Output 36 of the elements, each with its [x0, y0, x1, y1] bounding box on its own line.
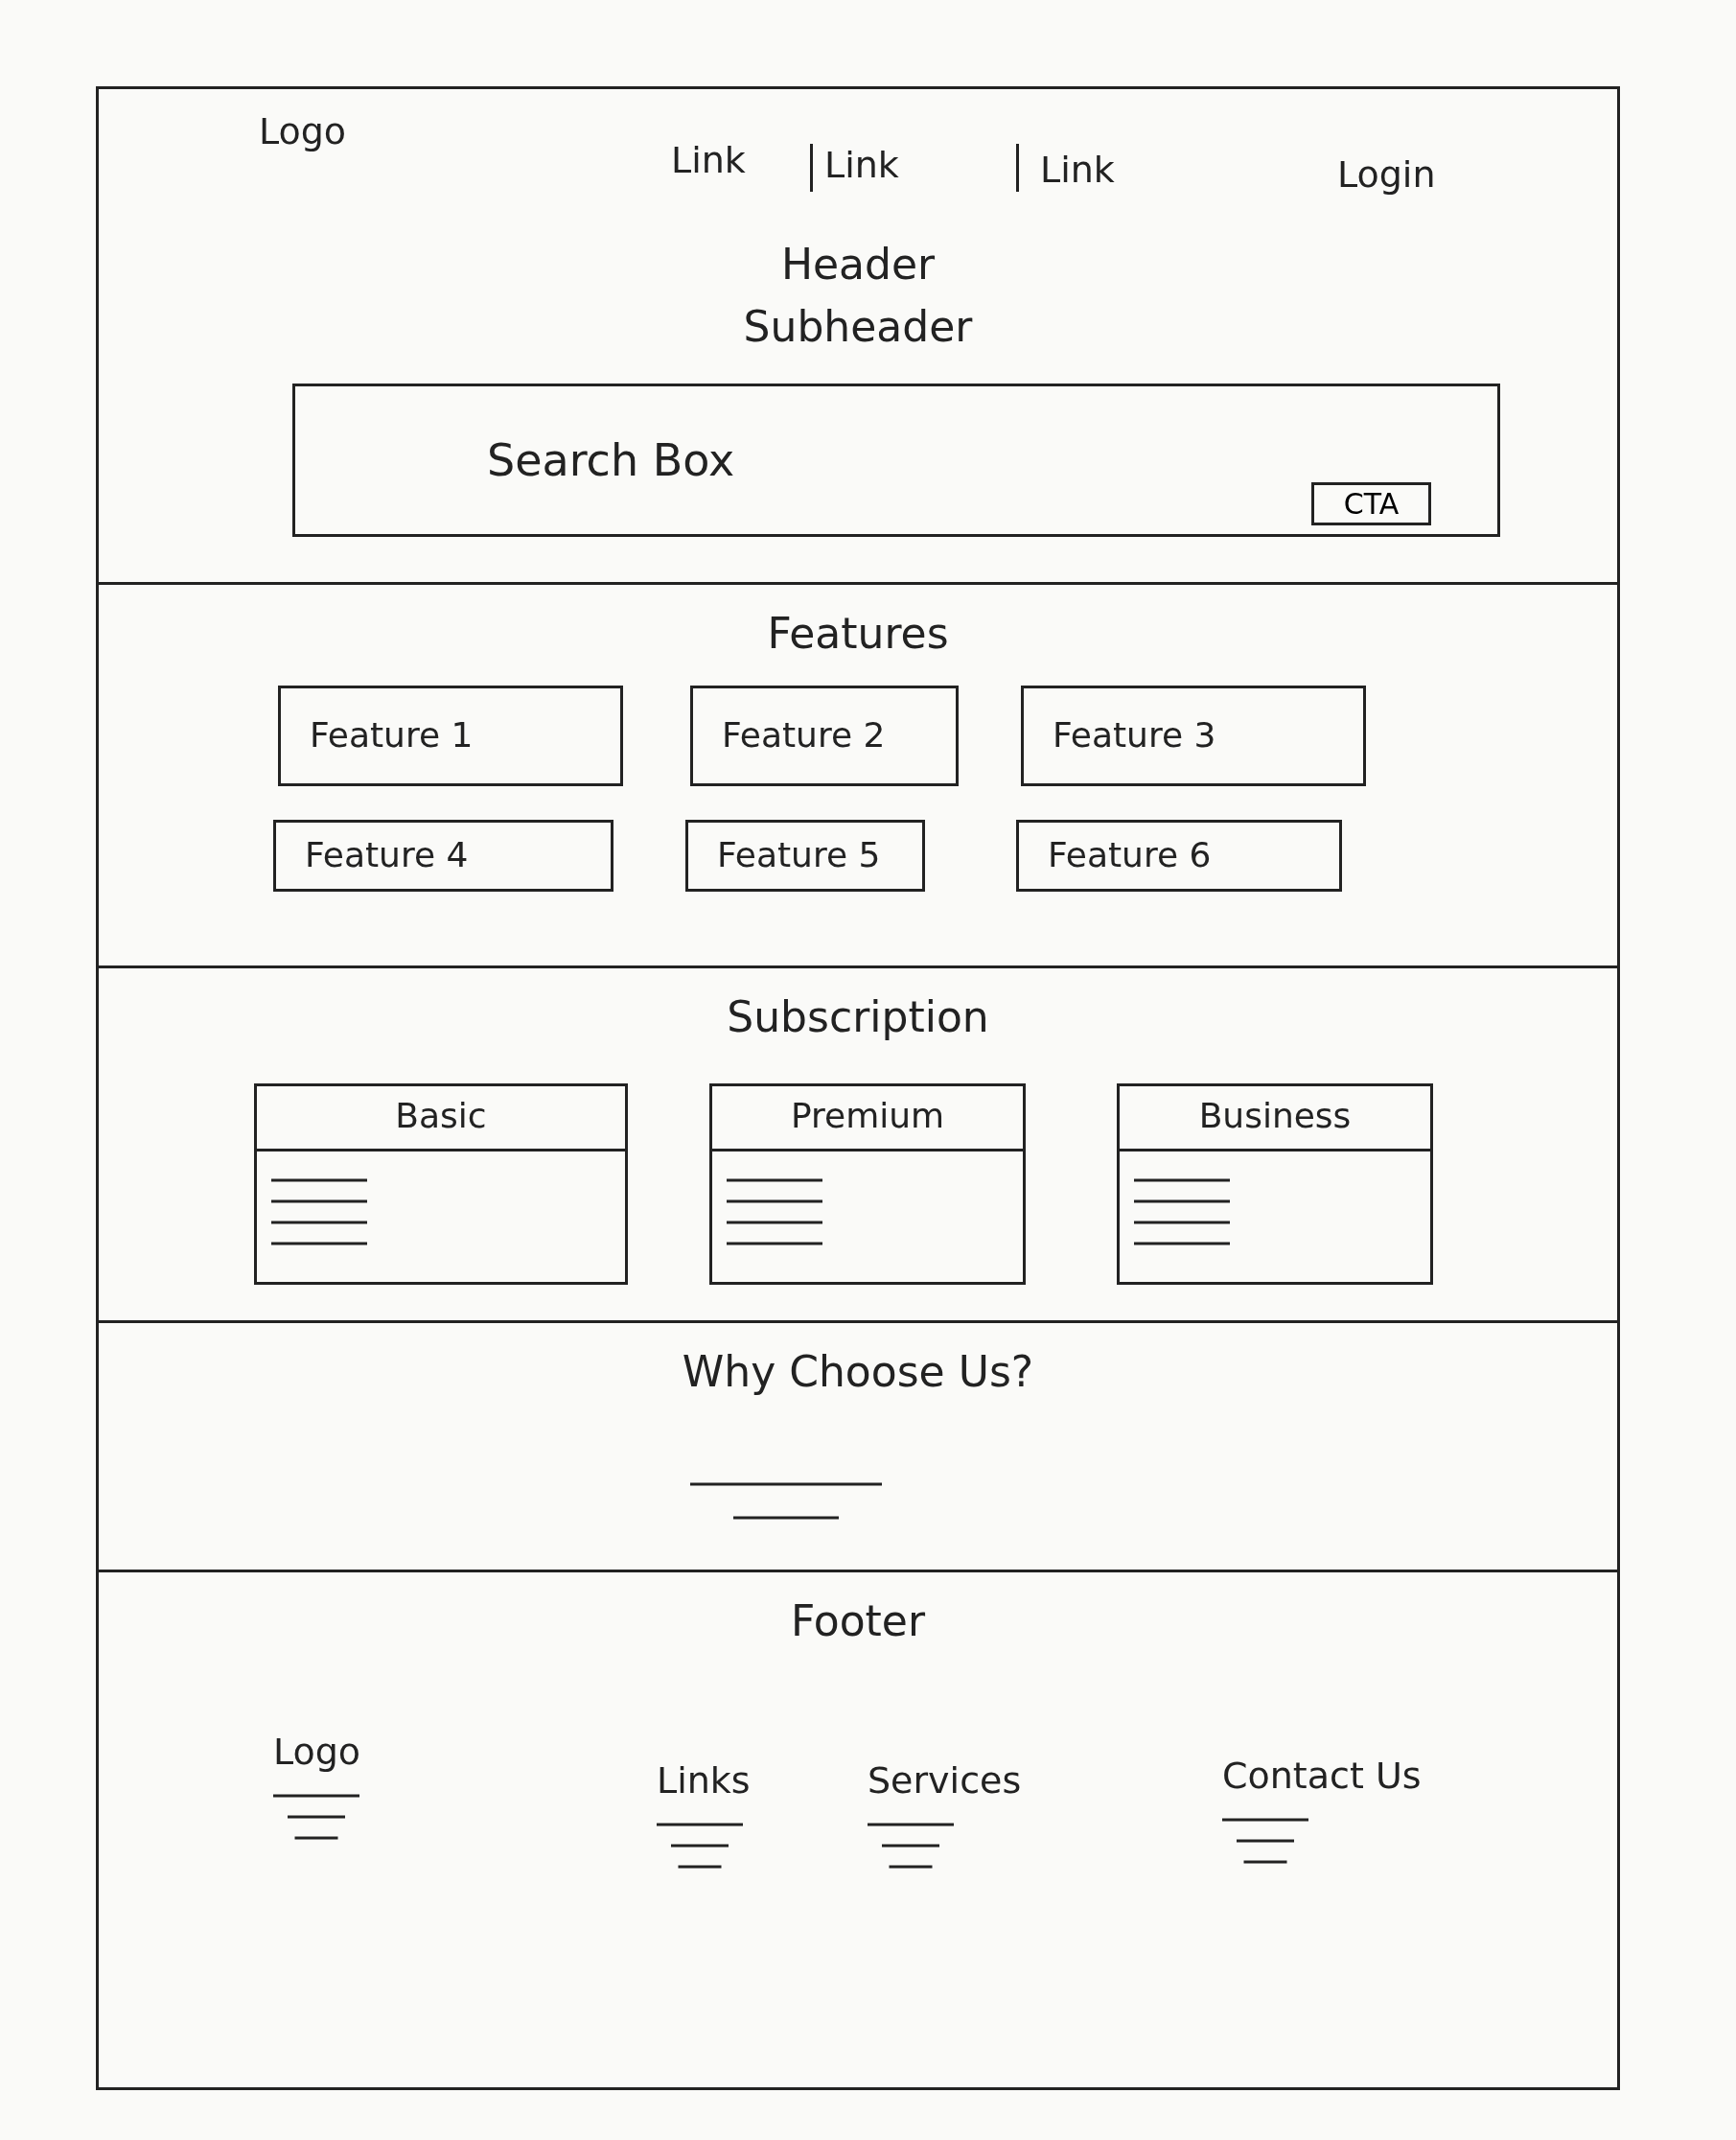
- section-subheading: Subheader: [742, 302, 974, 351]
- card-title: Feature 4: [305, 834, 469, 874]
- card-title: Feature 6: [1048, 834, 1212, 874]
- pricing-card: [709, 1083, 1026, 1285]
- search-field: [292, 384, 1500, 537]
- footer-column-heading: Logo: [273, 1731, 361, 1773]
- section-heading: Header: [779, 240, 937, 289]
- section-heading: Subscription: [726, 992, 990, 1041]
- section-heading: Why Choose Us?: [681, 1347, 1035, 1396]
- pricing-card: [1117, 1083, 1433, 1285]
- card-title: Premium: [789, 1096, 946, 1135]
- card-title: Feature 5: [717, 834, 881, 874]
- cta-button: CTA: [1311, 482, 1431, 525]
- section-heading: Features: [766, 609, 950, 658]
- footer-column-heading: Contact Us: [1222, 1755, 1422, 1797]
- nav-link: Link: [671, 139, 746, 181]
- feature-card: [685, 820, 925, 892]
- footer-column-heading: Links: [657, 1759, 751, 1802]
- feature-card: [1021, 686, 1366, 786]
- card-title: Business: [1197, 1096, 1353, 1135]
- feature-card: [273, 820, 613, 892]
- feature-card: [690, 686, 959, 786]
- card-title: Feature 3: [1053, 714, 1216, 755]
- placeholder-text: Search Box: [487, 434, 735, 486]
- footer-column-heading: Services: [868, 1759, 1022, 1802]
- nav-link: Link: [1040, 149, 1115, 191]
- card-title: Feature 2: [722, 714, 886, 755]
- card-title: Feature 1: [310, 714, 474, 755]
- section-heading: Footer: [790, 1596, 926, 1645]
- nav-link: Link: [824, 144, 899, 186]
- card-title: Basic: [394, 1096, 488, 1135]
- placeholder-label: Logo: [259, 110, 347, 152]
- login-link: Login: [1337, 153, 1436, 196]
- feature-card: [278, 686, 623, 786]
- feature-card: [1016, 820, 1342, 892]
- pricing-card: [254, 1083, 628, 1285]
